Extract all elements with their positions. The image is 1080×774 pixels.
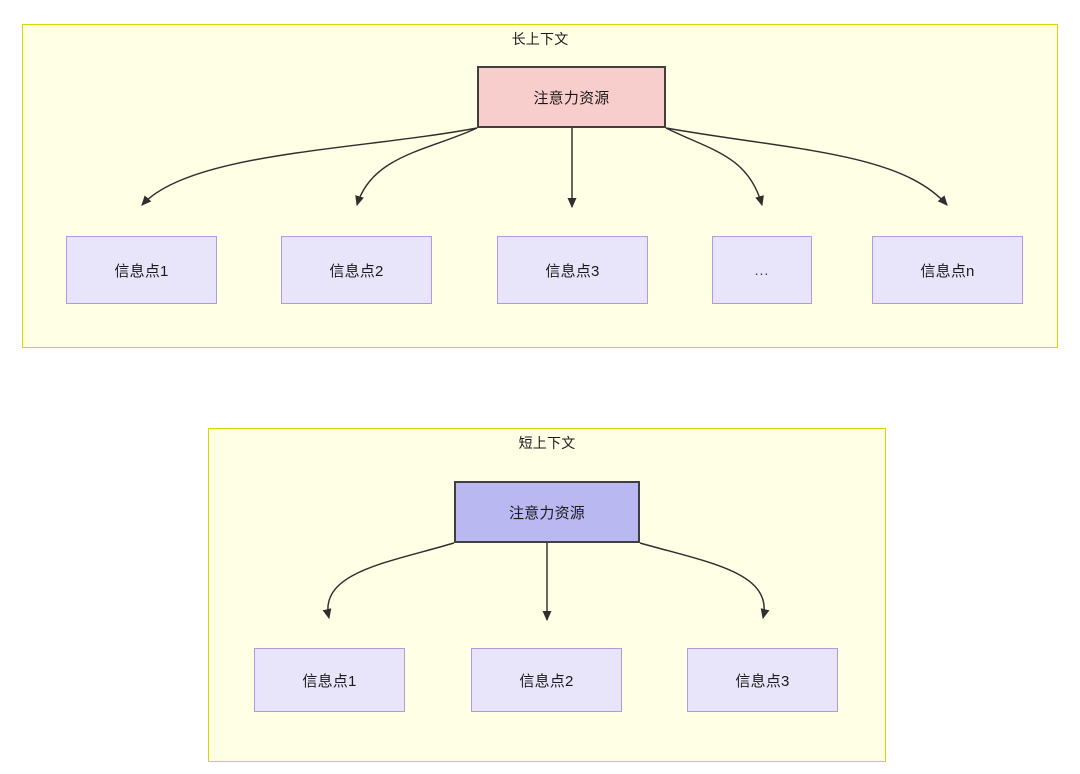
node-info-point-short-1[interactable]: 信息点1	[254, 648, 405, 712]
node-info-point-long-n[interactable]: 信息点n	[872, 236, 1023, 304]
group-long-context-title: 长上下文	[511, 31, 569, 47]
node-info-point-long-3[interactable]: 信息点3	[497, 236, 648, 304]
node-attention-resource-short[interactable]: 注意力资源	[454, 481, 640, 543]
node-info-point-long-ellipsis[interactable]: ...	[712, 236, 812, 304]
node-info-point-short-2[interactable]: 信息点2	[471, 648, 622, 712]
node-info-point-long-1[interactable]: 信息点1	[66, 236, 217, 304]
node-info-point-long-2[interactable]: 信息点2	[281, 236, 432, 304]
node-attention-resource-long[interactable]: 注意力资源	[477, 66, 666, 128]
node-info-point-short-3[interactable]: 信息点3	[687, 648, 838, 712]
group-short-context-title: 短上下文	[518, 435, 576, 451]
